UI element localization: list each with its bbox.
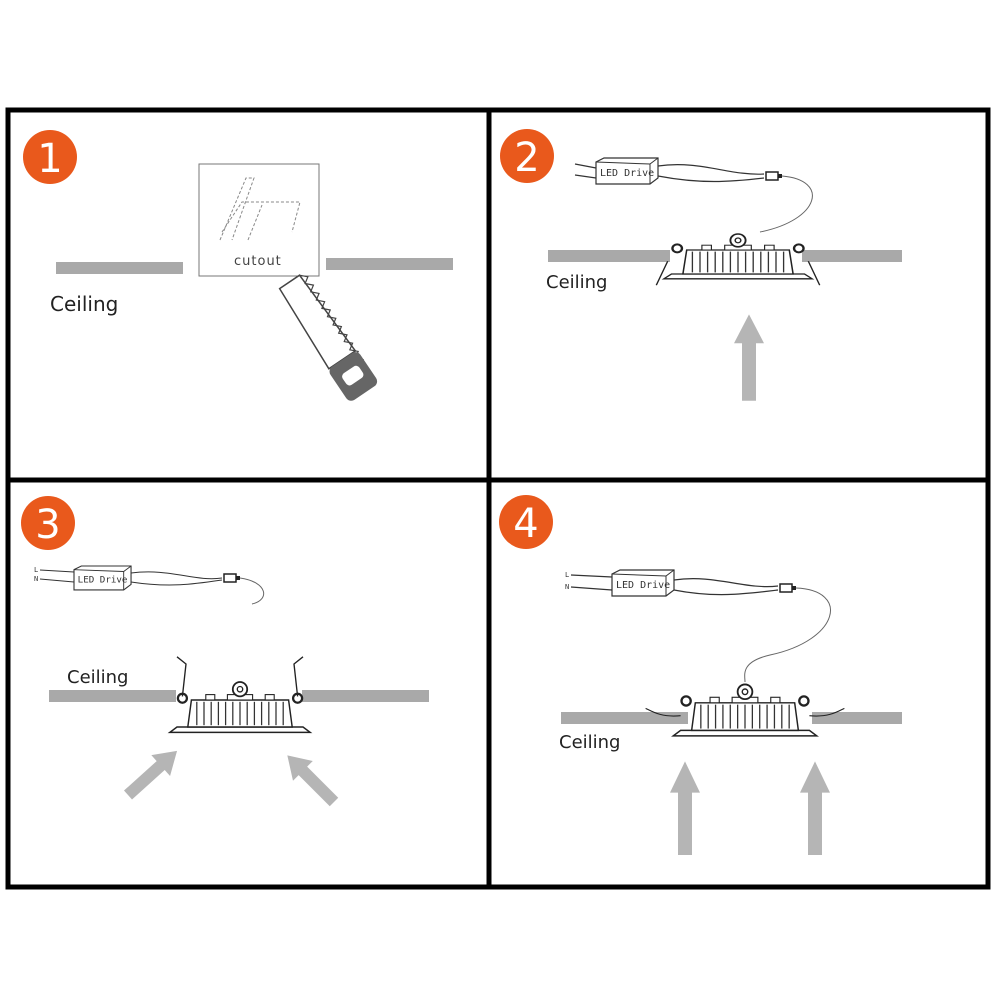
ceiling-board-left <box>49 690 176 702</box>
cutout-label: cutout <box>234 254 282 269</box>
lamp-cable <box>744 587 831 683</box>
wire-label-n: N <box>34 575 38 583</box>
lamp-cable <box>239 577 265 605</box>
ceiling-label: Ceiling <box>50 292 118 316</box>
ceiling-label: Ceiling <box>546 272 607 293</box>
step-badge-1: 1 <box>23 130 77 184</box>
led-driver: LED Drive <box>595 157 659 185</box>
ceiling-board-right <box>302 690 429 702</box>
input-wires <box>39 569 75 583</box>
wire-label-l: L <box>34 566 38 574</box>
svg-text:2: 2 <box>514 135 539 181</box>
step-badge-3: 3 <box>21 496 75 550</box>
svg-text:4: 4 <box>513 501 538 547</box>
panel-step-4: 4 Ceiling L N LED Drive <box>499 495 902 855</box>
input-wires <box>570 574 613 591</box>
wire-connector <box>223 573 241 583</box>
wire-connector <box>779 583 797 593</box>
saw-icon <box>278 274 378 401</box>
insert-arrow-right <box>287 755 339 807</box>
downlight <box>645 683 845 738</box>
downlight <box>655 232 821 286</box>
panel-step-3: 3 Ceiling L N LED Drive <box>21 496 429 807</box>
panel-step-2: 2 Ceiling LED Drive <box>500 129 902 401</box>
ceiling-label: Ceiling <box>67 667 128 688</box>
push-up-arrow-left <box>670 761 700 855</box>
push-up-arrow-right <box>800 761 830 855</box>
panel-grid-frame <box>5 107 991 890</box>
step-badge-2: 2 <box>500 129 554 183</box>
ceiling-board-right <box>326 258 453 270</box>
svg-text:1: 1 <box>37 136 62 182</box>
step-badge-4: 4 <box>499 495 553 549</box>
ceiling-board-left <box>561 712 688 724</box>
svg-text:3: 3 <box>35 502 60 548</box>
ceiling-board-right <box>802 250 902 262</box>
led-driver-label: LED Drive <box>616 580 670 591</box>
output-wires <box>673 578 779 596</box>
wire-connector <box>765 171 783 181</box>
insert-arrow-left <box>123 750 178 800</box>
led-driver: LED Drive <box>611 569 675 597</box>
ceiling-board-left <box>56 262 183 274</box>
cutout-box: cutout <box>198 163 320 277</box>
wire-label-l: L <box>565 571 569 579</box>
input-wires <box>574 163 597 179</box>
ceiling-board-right <box>812 712 902 724</box>
output-wires <box>657 164 765 183</box>
downlight <box>168 656 312 734</box>
led-driver: LED Drive <box>73 565 132 591</box>
lamp-cable <box>759 175 813 233</box>
led-driver-label: LED Drive <box>600 168 654 179</box>
push-up-arrow <box>734 314 764 401</box>
ceiling-label: Ceiling <box>559 732 620 753</box>
ceiling-board-left <box>548 250 670 262</box>
led-driver-label: LED Drive <box>78 575 128 586</box>
panel-step-1: 1 Ceiling cutout <box>23 130 453 401</box>
output-wires <box>130 571 223 586</box>
wire-label-n: N <box>565 583 569 591</box>
